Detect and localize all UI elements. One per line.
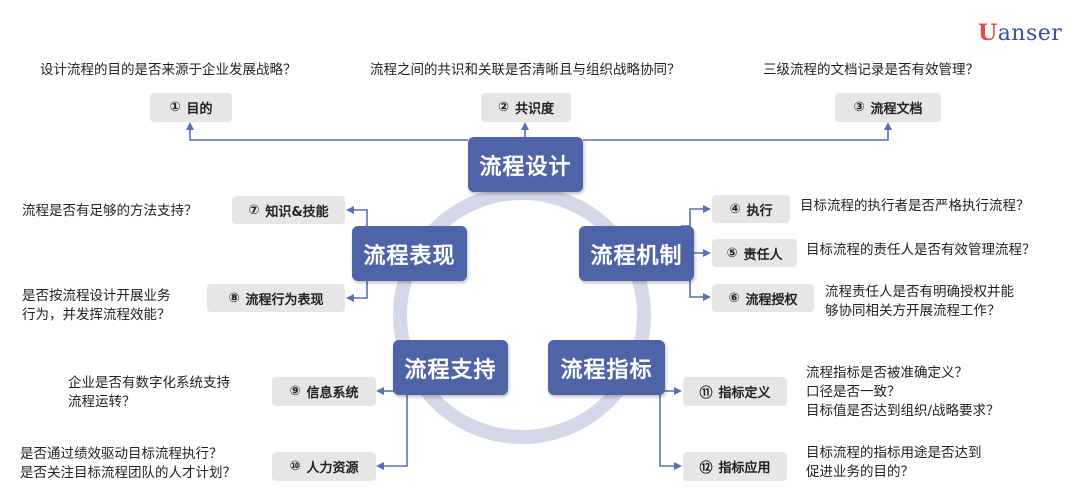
hub-process-mechanism: 流程机制	[579, 226, 694, 281]
item-label: 信息系统	[306, 386, 359, 401]
item-indicator-application: ⑫ 指标应用	[683, 452, 787, 481]
question-authorization: 流程责任人是否有明确授权并能 够协同相关方开展流程工作？	[825, 283, 1014, 321]
question-line: 设计流程的目的是否来源于企业发展战略？	[40, 62, 297, 78]
question-line: 口径是否一致？	[806, 384, 901, 400]
item-number: ⑩	[289, 459, 301, 474]
question-line: 流程是否有足够的方法支持？	[22, 203, 198, 219]
question-line: 三级流程的文档记录是否有效管理？	[763, 62, 979, 78]
item-label: 流程行为表现	[245, 292, 324, 308]
question-infosys: 企业是否有数字化系统支持 流程运转？	[68, 374, 230, 412]
question-line: 目标值是否达到组织/战略要求？	[806, 403, 1000, 419]
item-label: 指标定义	[718, 386, 771, 401]
hub-process-performance: 流程表现	[352, 226, 467, 281]
item-owner: ⑤ 责任人	[712, 239, 797, 267]
question-knowledge: 流程是否有足够的方法支持？	[22, 202, 198, 221]
item-number: ⑥	[728, 290, 740, 306]
question-line: 是否通过绩效驱动目标流程执行？	[20, 446, 223, 462]
item-hr: ⑩ 人力资源	[272, 452, 376, 481]
item-label: 责任人	[743, 247, 783, 263]
item-knowledge: ⑦ 知识&技能	[232, 196, 345, 224]
uanser-logo: Uanser	[978, 20, 1062, 46]
item-docs: ③ 流程文档	[835, 93, 941, 122]
item-number: ⑤	[726, 245, 738, 261]
question-line: 流程运转？	[68, 394, 136, 410]
question-line: 是否关注目标流程团队的人才计划？	[20, 465, 236, 481]
hub-process-support: 流程支持	[393, 340, 508, 395]
question-line: 流程之间的共识和关联是否清晰且与组织战略协同？	[370, 62, 681, 78]
question-line: 流程指标是否被准确定义？	[806, 365, 968, 381]
question-line: 目标流程的指标用途是否达到	[806, 445, 982, 461]
item-label: 目的	[186, 102, 213, 117]
question-docs: 三级流程的文档记录是否有效管理？	[763, 61, 979, 80]
question-indicator-definition: 流程指标是否被准确定义？ 口径是否一致？ 目标值是否达到组织/战略要求？	[806, 364, 1000, 421]
item-purpose: ① 目的	[150, 93, 232, 122]
item-label: 执行	[746, 203, 773, 219]
item-number: ②	[497, 100, 509, 115]
item-consensus: ② 共识度	[481, 93, 571, 122]
question-line: 目标流程的执行者是否严格执行流程？	[800, 198, 1030, 214]
item-number: ①	[169, 100, 181, 115]
item-number: ⑪	[699, 386, 713, 401]
item-indicator-definition: ⑪ 指标定义	[683, 377, 787, 406]
item-infosys: ⑨ 信息系统	[272, 377, 376, 406]
question-line: 行为，并发挥流程效能？	[22, 307, 171, 323]
item-number: ⑫	[699, 461, 713, 476]
item-behavior: ⑧ 流程行为表现	[207, 284, 345, 312]
question-line: 是否按流程设计开展业务	[22, 288, 171, 304]
question-line: 促进业务的目的？	[806, 464, 914, 480]
question-consensus: 流程之间的共识和关联是否清晰且与组织战略协同？	[370, 61, 681, 80]
question-line: 企业是否有数字化系统支持	[68, 375, 230, 391]
question-purpose: 设计流程的目的是否来源于企业发展战略？	[40, 61, 297, 80]
item-label: 知识&技能	[265, 204, 329, 220]
question-line: 流程责任人是否有明确授权并能	[825, 284, 1014, 300]
question-indicator-application: 目标流程的指标用途是否达到 促进业务的目的？	[806, 444, 982, 482]
hub-process-indicator: 流程指标	[548, 340, 665, 395]
hub-process-design: 流程设计	[468, 137, 583, 192]
question-hr: 是否通过绩效驱动目标流程执行？ 是否关注目标流程团队的人才计划？	[20, 445, 236, 483]
item-number: ④	[729, 201, 741, 217]
item-execution: ④ 执行	[712, 195, 790, 223]
question-owner: 目标流程的责任人是否有效管理流程？	[806, 241, 1036, 260]
item-number: ⑧	[228, 290, 240, 306]
item-number: ⑦	[248, 202, 260, 218]
item-number: ③	[853, 100, 865, 115]
question-line: 够协同相关方开展流程工作？	[825, 303, 1001, 319]
item-label: 指标应用	[718, 461, 771, 476]
question-execution: 目标流程的执行者是否严格执行流程？	[800, 197, 1030, 216]
item-label: 共识度	[515, 102, 555, 117]
item-label: 流程授权	[745, 292, 798, 308]
item-number: ⑨	[289, 384, 301, 399]
logo-letter: U	[978, 20, 998, 46]
cycle-ring	[393, 186, 651, 444]
question-behavior: 是否按流程设计开展业务 行为，并发挥流程效能？	[22, 287, 171, 325]
item-authorization: ⑥ 流程授权	[712, 284, 814, 312]
item-label: 人力资源	[306, 461, 359, 476]
question-line: 目标流程的责任人是否有效管理流程？	[806, 242, 1036, 258]
item-label: 流程文档	[870, 102, 923, 117]
logo-text: anser	[997, 21, 1063, 46]
